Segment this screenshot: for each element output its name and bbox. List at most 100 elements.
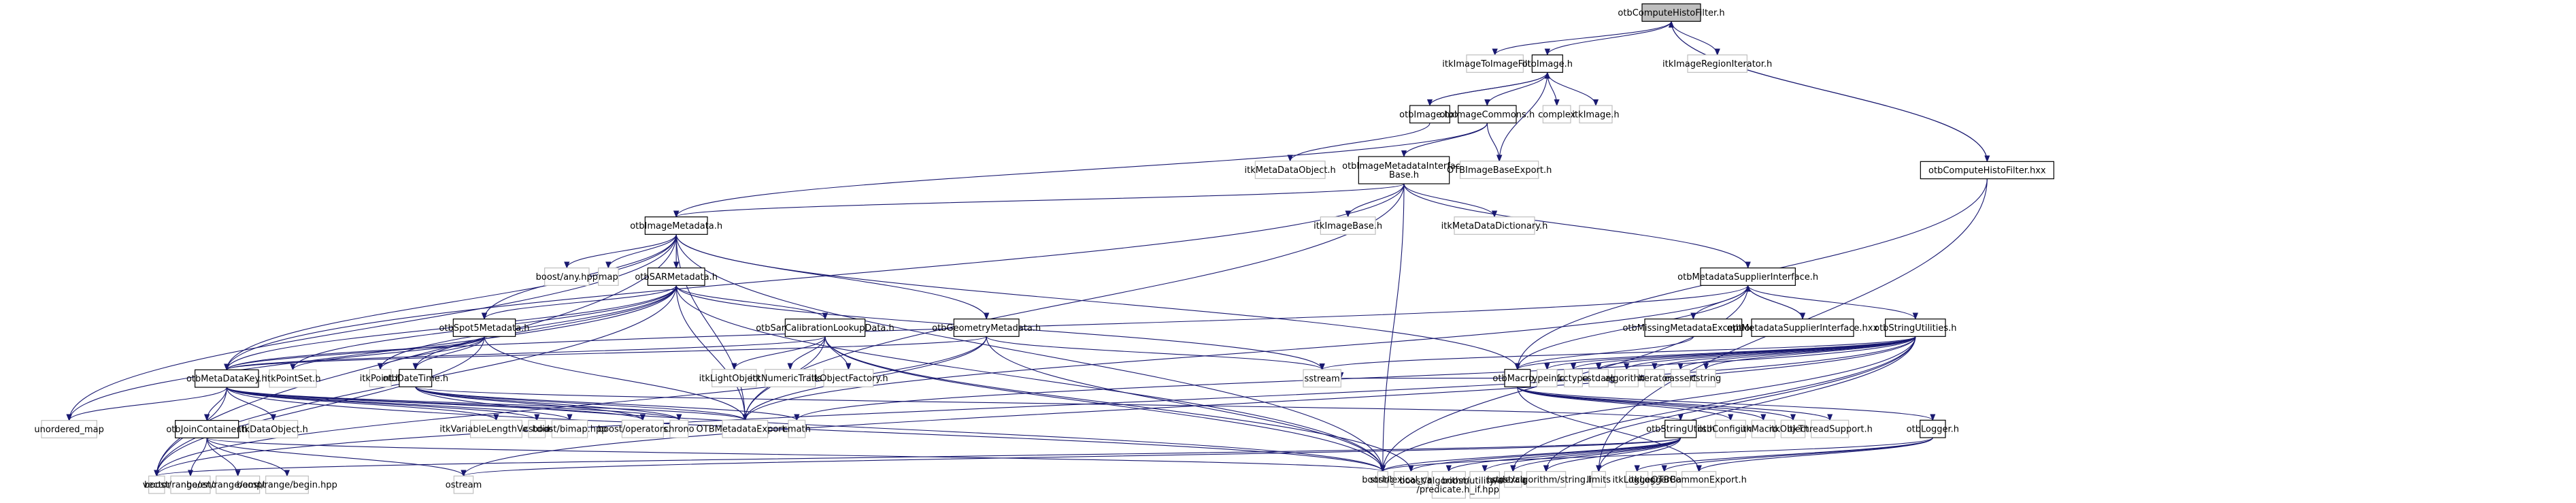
edge-otb-spot5-metadata-to-otb-meta-data-key — [227, 336, 485, 370]
node-box — [1466, 54, 1524, 73]
node-boost-bimap: boost/bimap.hpp — [532, 419, 607, 438]
edge-otb-sarmetadata-to-otbmetadata-export — [675, 285, 745, 420]
edge-otb-spot5-metadata-to-itk-point — [380, 336, 485, 370]
node-otb-image-metadata[interactable]: otbImageMetadata.h — [630, 216, 722, 235]
node-box — [621, 419, 664, 438]
node-box[interactable] — [1885, 319, 1946, 337]
node-box — [1504, 471, 1522, 488]
node-box — [1696, 369, 1716, 387]
edge-otb-sar-calibration-lookup-data-to-itk-object-factory — [824, 336, 848, 370]
edge-otb-sar-calibration-lookup-data-to-boost-lexical-cast — [824, 336, 1411, 471]
node-otb-meta-data-key[interactable]: otbMetaDataKey.h — [186, 369, 267, 388]
node-otb-image-commons[interactable]: otbImageCommons.h — [1439, 105, 1535, 124]
edge-otb-date-time-to-chrono — [415, 386, 680, 421]
edge-otb-metadata-supplier-interface-hxx-to-otb-metadata-supplier-interface — [1748, 285, 1803, 319]
edge-otb-string-utilities-to-cassert — [1681, 336, 1916, 370]
node-otb-string-utilities[interactable]: otbStringUtilities.h — [1874, 319, 1957, 337]
edge-otb-image-to-otbimage-base-export — [1499, 72, 1548, 161]
node-box[interactable] — [399, 369, 433, 387]
edge-otb-logger-to-itk-logger-base — [1665, 437, 1933, 472]
node-box — [1687, 54, 1747, 73]
node-label: itkVariableLengthVector.h — [439, 425, 552, 435]
edge-otb-sarmetadata-to-unordered-map — [69, 285, 677, 420]
node-box[interactable] — [452, 319, 516, 337]
node-box[interactable] — [1700, 267, 1796, 286]
node-otb-macro[interactable]: otbMacro.h — [1492, 369, 1542, 387]
node-label: otbStringUtils.h — [1646, 425, 1715, 435]
node-otb-metadata-supplier-interface-hxx[interactable]: otbMetadataSupplierInterface.hxx — [1727, 319, 1879, 337]
node-box — [1780, 419, 1806, 438]
node-box — [369, 369, 392, 387]
node-sstream: sstream — [1303, 369, 1341, 388]
node-box[interactable] — [1751, 319, 1854, 337]
node-limits: limits — [1587, 471, 1611, 488]
node-box[interactable] — [1644, 319, 1743, 337]
node-label: boost/range/end.hpp — [144, 481, 237, 491]
node-box — [1393, 471, 1428, 488]
node-box[interactable] — [1458, 105, 1517, 124]
node-box[interactable] — [1409, 105, 1450, 124]
node-box[interactable] — [953, 319, 1020, 337]
node-label: itkMacro.h — [1740, 425, 1786, 435]
node-vector: vector — [143, 475, 171, 494]
node-otb-image[interactable]: otbImage.h — [1522, 54, 1573, 73]
node-box[interactable] — [647, 267, 705, 286]
node-box[interactable] — [195, 369, 259, 388]
node-itk-image-region-iterator: itkImageRegionIterator.h — [1662, 54, 1772, 73]
node-label: itkLightObject.h — [699, 374, 769, 384]
node-box — [265, 475, 309, 494]
node-otb-join-container[interactable]: otbJoinContainer.h — [166, 420, 248, 438]
node-box[interactable] — [1920, 419, 1946, 438]
node-label: otbSarCalibrationLookupData.h — [756, 323, 894, 334]
node-box — [1303, 369, 1341, 388]
node-box[interactable] — [1504, 369, 1531, 387]
node-box[interactable] — [175, 420, 239, 438]
edge-otb-image-metadata-to-otb-macro — [675, 234, 1518, 369]
node-box[interactable] — [1665, 419, 1697, 438]
node-otb-geometry-metadata[interactable]: otbGeometryMetadata.h — [932, 319, 1041, 337]
edge-otb-image-hxx-to-itk-meta-data-object — [1290, 123, 1431, 161]
node-otb-date-time[interactable]: otbDateTime.h — [383, 369, 449, 387]
node-boost-algo-string: boost/algorithm/string.hpp — [1487, 471, 1605, 488]
node-label: _if.hpp — [1469, 485, 1499, 495]
node-label: boost/operators.hpp — [598, 425, 688, 435]
node-otb-image-hxx[interactable]: otbImage.hxx — [1399, 105, 1460, 124]
node-box[interactable] — [1641, 3, 1701, 22]
edge-otb-sar-calibration-lookup-data-to-itk-light-object — [734, 336, 826, 370]
edge-otb-date-time-to-string — [415, 387, 1383, 472]
edge-otb-join-container-to-boost-range-end — [190, 438, 207, 476]
node-box[interactable] — [784, 319, 866, 337]
node-box[interactable] — [1358, 156, 1450, 184]
node-complex: complex — [1538, 105, 1576, 124]
node-map: map — [598, 267, 619, 286]
node-boost-range-end: boost/range/end.hpp — [144, 475, 237, 494]
node-otb-sarmetadata[interactable]: otbSARMetadata.h — [635, 267, 718, 286]
node-otb-missing-metadata-exception[interactable]: otbMissingMetadataException.h — [1622, 319, 1764, 337]
node-otb-compute-histo-filter-hxx[interactable]: otbComputeHistoFilter.hxx — [1920, 161, 2054, 180]
node-label: otbMetadataSupplierInterface.hxx — [1727, 323, 1879, 334]
node-box[interactable] — [644, 216, 708, 235]
node-box — [788, 419, 806, 438]
edge-otb-date-time-to-otbmetadata-export — [415, 386, 746, 421]
node-cstdarg: cstdarg — [1582, 369, 1615, 387]
node-root[interactable]: otbComputeHistoFilter.h — [1618, 3, 1725, 22]
node-box[interactable] — [1920, 161, 2054, 180]
edge-otb-sarmetadata-to-itk-point — [380, 285, 677, 369]
edge-otb-meta-data-key-to-boost-bimap — [226, 387, 569, 421]
node-otb-string-utils[interactable]: otbStringUtils.h — [1646, 419, 1715, 438]
edge-otb-spot5-metadata-to-otb-date-time — [416, 336, 485, 370]
edge-otb-image-metadata-to-otbmetadata-export — [675, 234, 745, 420]
edge-otb-image-metadata-interface-base-to-otb-image-metadata — [676, 183, 1405, 218]
node-otb-sar-calibration-lookup-data[interactable]: otbSarCalibrationLookupData.h — [756, 319, 894, 337]
node-box[interactable] — [1531, 54, 1563, 73]
edge-otb-meta-data-key-to-unordered-map — [69, 387, 227, 421]
edge-otb-meta-data-key-to-itk-data-object — [226, 387, 273, 421]
edge-otb-string-utilities-to-vector — [156, 336, 1916, 476]
node-otb-logger[interactable]: otbLogger.h — [1907, 419, 1959, 438]
node-box — [1811, 419, 1850, 438]
edge-otb-string-utils-to-ostream — [464, 437, 1682, 476]
node-otb-metadata-supplier-interface[interactable]: otbMetadataSupplierInterface.h — [1677, 267, 1818, 286]
edge-otb-string-utils-to-boost-algo-predicate — [1449, 437, 1682, 472]
node-otb-spot5-metadata[interactable]: otbSpot5Metadata.h — [439, 319, 530, 337]
